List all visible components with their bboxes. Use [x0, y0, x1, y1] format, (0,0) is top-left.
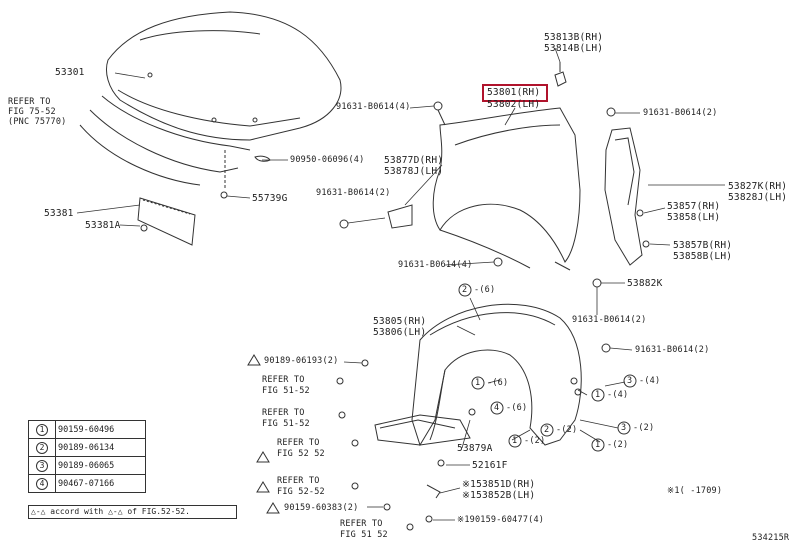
legend-row: 4 90467-07166 [28, 474, 146, 493]
part-label: ※190159-60477(4) [457, 515, 545, 525]
part-label: 91631-B0614(4) [398, 260, 473, 270]
qty-label: -(4) [639, 376, 661, 386]
part-label: 91631-B0614(2) [572, 315, 647, 325]
part-label: 91631-B0614(2) [643, 108, 718, 118]
legend-row: 2 90189-06134 [28, 438, 146, 457]
refer-label: REFER TO [277, 476, 320, 486]
fender-drawing [432, 107, 581, 271]
part-label-highlighted[interactable]: 53801(RH) [487, 87, 541, 98]
part-label: 53877D(RH) [384, 155, 444, 166]
part-label: 90189-06193(2) [264, 356, 339, 366]
fender-bracket-drawing [604, 127, 650, 266]
part-label: 55739G [252, 193, 288, 204]
qty-label: -(6) [506, 403, 528, 413]
qty-label: -(4) [607, 390, 629, 400]
callout-2: 2 [462, 285, 468, 295]
seal-drawing [137, 197, 196, 246]
legend-number: 3 [36, 459, 48, 472]
legend-row: 1 90159-60496 [28, 420, 146, 439]
callout-1: 1 [595, 440, 601, 450]
refer-label: REFER TO [262, 375, 305, 385]
callout-3: 3 [621, 423, 627, 433]
callout-1: 1 [512, 436, 518, 446]
date-note: ※1( -1709) [667, 486, 723, 496]
part-label: 53805(RH) [373, 316, 427, 327]
refer-label: FIG 51-52 [262, 386, 310, 396]
part-label: 53301 [55, 67, 85, 78]
part-label: 53806(LH) [373, 327, 427, 338]
part-label: ※153851D(RH) [462, 479, 536, 490]
part-label: 53828J(LH) [728, 192, 788, 203]
part-label: 91631-B0614(2) [316, 188, 391, 198]
refer-label: FIG 52 52 [277, 449, 325, 459]
refer-label: FIG 52-52 [277, 487, 325, 497]
refer-label: FIG 51-52 [262, 419, 310, 429]
qty-label: -(2) [556, 425, 578, 435]
qty-label: -(6) [487, 378, 509, 388]
accordance-note: △-△ accord with △-△ of FIG.52-52. [28, 505, 237, 519]
refer-label: REFER TO [277, 438, 320, 448]
part-label: 53858B(LH) [673, 251, 733, 262]
hood-drawing [79, 11, 342, 186]
part-label: 91631-B0614(2) [635, 345, 710, 355]
fastener-legend-table: 1 90159-60496 2 90189-06134 3 90189-0606… [28, 420, 146, 493]
part-label: 53857(RH) [667, 201, 721, 212]
legend-part: 90189-06134 [55, 438, 146, 457]
refer-label: REFER TO [340, 519, 383, 529]
part-label: 91631-B0614(4) [336, 102, 411, 112]
callout-3: 3 [627, 376, 633, 386]
part-label: 53858(LH) [667, 212, 721, 223]
qty-label: -(2) [524, 436, 546, 446]
legend-row: 3 90189-06065 [28, 456, 146, 475]
refer-label: REFER TO [262, 408, 305, 418]
part-label: 53879A [457, 443, 493, 454]
highlight-box [482, 84, 548, 102]
refer-label: FIG 75-52 [8, 107, 56, 117]
callout-1: 1 [475, 378, 481, 388]
callout-2: 2 [544, 425, 550, 435]
part-label: 52161F [472, 460, 508, 471]
part-label: 53857B(RH) [673, 240, 733, 251]
legend-part: 90189-06065 [55, 456, 146, 475]
refer-label: (PNC 75770) [8, 117, 67, 127]
figure-code: 534215R [752, 533, 790, 543]
qty-label: -(6) [474, 285, 496, 295]
part-label: 53802(LH) [487, 99, 541, 110]
fender-liner-drawing [374, 303, 582, 447]
legend-part: 90467-07166 [55, 474, 146, 493]
part-label: 53827K(RH) [728, 181, 788, 192]
part-label: 90159-60383(2) [284, 503, 359, 513]
callout-1: 1 [595, 390, 601, 400]
legend-number: 1 [36, 423, 48, 436]
legend-number: 2 [36, 441, 48, 454]
qty-label: -(2) [607, 440, 629, 450]
refer-label: FIG 51 52 [340, 530, 388, 540]
qty-label: -(2) [633, 423, 655, 433]
part-label: 53813B(RH) [544, 32, 604, 43]
part-label: 53882K [627, 278, 663, 289]
part-label: 53878J(LH) [384, 166, 444, 177]
part-label: 53381A [85, 220, 121, 231]
refer-label: REFER TO [8, 97, 51, 107]
part-label: 53814B(LH) [544, 43, 604, 54]
legend-number: 4 [36, 477, 48, 490]
callout-4: 4 [494, 403, 500, 413]
part-label: ※153852B(LH) [462, 490, 536, 501]
part-label: 53381 [44, 208, 74, 219]
legend-part: 90159-60496 [55, 420, 146, 439]
part-label: 90950-06096(4) [290, 155, 365, 165]
